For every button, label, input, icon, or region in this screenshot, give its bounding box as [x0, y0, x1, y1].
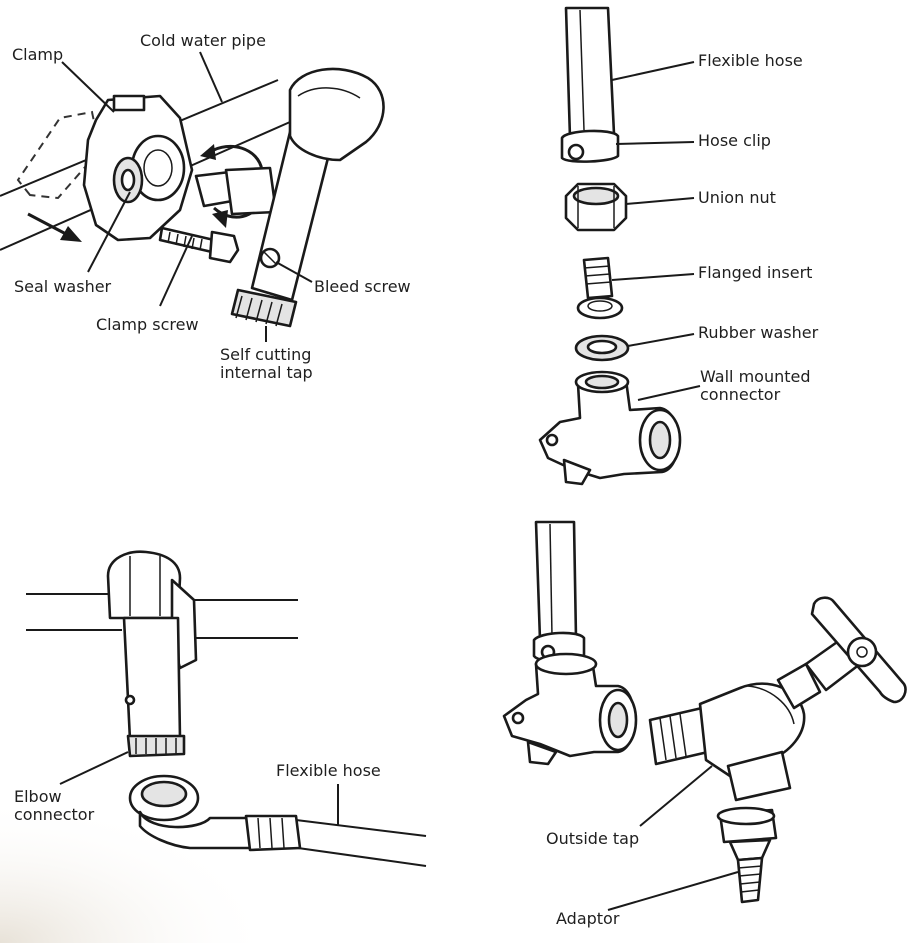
panel-bottom-left: Elbow connector Flexible hose — [14, 550, 427, 867]
label-bleed-screw: Bleed screw — [314, 277, 411, 296]
label-self-cutting-line2: internal tap — [220, 363, 313, 382]
flanged-insert-part — [576, 256, 624, 320]
label-clamp-screw: Clamp screw — [96, 315, 199, 334]
installed-tap-body — [106, 550, 198, 758]
self-cutting-tap-fitting — [194, 67, 385, 328]
flexible-hose-part — [564, 6, 616, 140]
panel-top-left: Clamp Cold water pipe Seal washer Clamp … — [0, 31, 411, 382]
label-self-cutting-line1: Self cutting — [220, 345, 311, 364]
panel-top-right: Flexible hose Hose clip Union nut Flange… — [538, 6, 819, 486]
direction-arrow — [27, 212, 82, 242]
label-clamp: Clamp — [12, 45, 63, 64]
label-elbow-line1: Elbow — [14, 787, 62, 806]
outside-tap-part — [648, 596, 907, 802]
clamp-body — [82, 94, 194, 242]
pipe-bottom-left — [26, 593, 298, 639]
flexible-hose-bottom-left — [244, 814, 427, 867]
panel-bottom-right: Outside tap Adaptor — [502, 520, 907, 928]
label-union-nut: Union nut — [698, 188, 776, 207]
leader-lines-top-right — [611, 61, 701, 401]
rubber-washer-part — [574, 334, 630, 362]
label-outside-tap: Outside tap — [546, 829, 639, 848]
label-wall-mounted-line1: Wall mounted — [700, 367, 811, 386]
label-elbow-line2: connector — [14, 805, 95, 824]
leader-lines-bottom-left — [59, 751, 339, 826]
clamp-screw — [158, 226, 240, 264]
label-rubber-washer: Rubber washer — [698, 323, 819, 342]
label-flexible-hose-bottom: Flexible hose — [276, 761, 381, 780]
label-seal-washer: Seal washer — [14, 277, 112, 296]
clamp-lever-dashed — [16, 110, 102, 200]
label-cold-water-pipe: Cold water pipe — [140, 31, 266, 50]
wall-connector-bottom-right — [502, 652, 638, 766]
leader-lines-top-left — [61, 51, 313, 342]
label-flexible-hose: Flexible hose — [698, 51, 803, 70]
label-flanged-insert: Flanged insert — [698, 263, 812, 282]
label-hose-clip: Hose clip — [698, 131, 771, 150]
hose-clip-part — [560, 129, 620, 163]
vertical-pipe-bottom-right — [532, 520, 586, 663]
wall-mounted-connector-part — [538, 370, 682, 486]
rotation-arrows — [200, 144, 264, 228]
label-adaptor: Adaptor — [556, 909, 620, 928]
elbow-connector-part — [128, 774, 252, 850]
union-nut-part — [564, 182, 628, 232]
adaptor-part — [716, 806, 778, 904]
label-wall-mounted-line2: connector — [700, 385, 781, 404]
leader-lines-bottom-right — [607, 765, 739, 911]
